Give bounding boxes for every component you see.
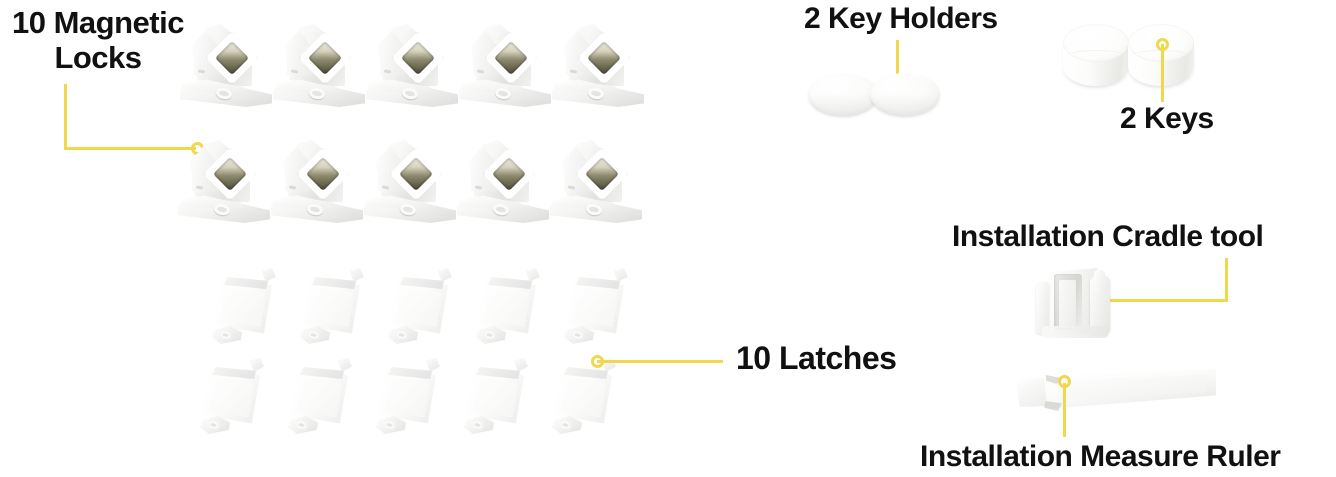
callout-line-vertical — [1225, 258, 1228, 302]
key-holders-label: 2 Key Holders — [804, 2, 998, 35]
latch-inner-face — [396, 286, 442, 328]
latch — [284, 358, 360, 436]
magnetic-lock — [459, 22, 551, 117]
latch — [384, 268, 460, 346]
measure-ruler-callout — [1058, 375, 1083, 441]
latch-inner-face — [220, 286, 266, 328]
cradle-post-right-tip — [1094, 270, 1105, 292]
latches-label: 10 Latches — [736, 340, 897, 376]
latch — [196, 358, 272, 436]
latch — [560, 268, 636, 346]
latch-tab-top-right — [525, 268, 540, 282]
latch-tab-top-right — [425, 358, 440, 372]
callout-line-horizontal — [597, 360, 723, 363]
cradle-tool-label: Installation Cradle tool — [952, 220, 1264, 253]
magnetic-lock — [550, 138, 642, 233]
cradle-foot — [1042, 326, 1108, 338]
measure-ruler-label: Installation Measure Ruler — [920, 440, 1281, 473]
latch — [460, 358, 536, 436]
latch-inner-face — [484, 286, 530, 328]
magnetic-locks-label-line1: 10 Magnetic — [12, 5, 184, 40]
key-holder-rim — [810, 79, 876, 117]
callout-line-vertical — [1161, 44, 1164, 102]
keys-label: 2 Keys — [1120, 102, 1214, 135]
magnetic-lock — [457, 138, 549, 233]
latch-tab-top-right — [513, 358, 528, 372]
callout-line-vertical — [64, 84, 67, 150]
magnetic-lock — [178, 138, 270, 233]
magnetic-lock — [364, 138, 456, 233]
latch-inner-face — [208, 376, 254, 418]
key — [1063, 24, 1129, 96]
latch-inner-face — [472, 376, 518, 418]
latch-tab-top-right — [349, 268, 364, 282]
cradle-slot-inner — [1059, 280, 1076, 328]
latch-tab-top-right — [437, 268, 452, 282]
magnetic-locks-label: 10 Magnetic Locks — [4, 5, 192, 75]
latch-inner-face — [560, 376, 606, 418]
magnetic-lock — [366, 22, 458, 117]
latch — [472, 268, 548, 346]
latch — [208, 268, 284, 346]
keys-callout — [1156, 38, 1181, 104]
callout-line-horizontal — [1093, 299, 1228, 302]
callout-ring-marker — [591, 355, 604, 368]
latch-tab-top-right — [613, 268, 628, 282]
callout-line-horizontal — [64, 147, 196, 150]
key-seam — [1067, 50, 1125, 61]
key-holder-rim — [872, 79, 938, 117]
latch — [372, 358, 448, 436]
magnetic-lock — [271, 138, 363, 233]
latch — [296, 268, 372, 346]
magnetic-locks-label-line2: Locks — [54, 39, 142, 75]
installation-measure-ruler — [1016, 369, 1216, 417]
magnetic-lock — [273, 22, 365, 117]
latch-inner-face — [384, 376, 430, 418]
key-holder — [808, 73, 878, 119]
latches-callout — [591, 355, 731, 375]
latch-inner-face — [572, 286, 618, 328]
callout-ring-marker — [1058, 375, 1071, 388]
cradle-post-left — [1036, 282, 1049, 334]
magnetic-lock — [180, 22, 272, 117]
callout-line-vertical — [1063, 383, 1066, 437]
ruler-notch-top — [1046, 375, 1062, 384]
callout-line-vertical — [896, 40, 899, 90]
callout-ring-marker — [1156, 38, 1169, 51]
latch-inner-face — [308, 286, 354, 328]
magnetic-lock — [552, 22, 644, 117]
ruler-notch-bottom — [1044, 401, 1062, 411]
key-holder — [870, 73, 940, 119]
latch-tab-top-right — [261, 268, 276, 282]
installation-cradle-tool — [1032, 264, 1128, 342]
latch-tab-top-right — [337, 358, 352, 372]
latch-inner-face — [296, 376, 342, 418]
latch-tab-top-right — [249, 358, 264, 372]
